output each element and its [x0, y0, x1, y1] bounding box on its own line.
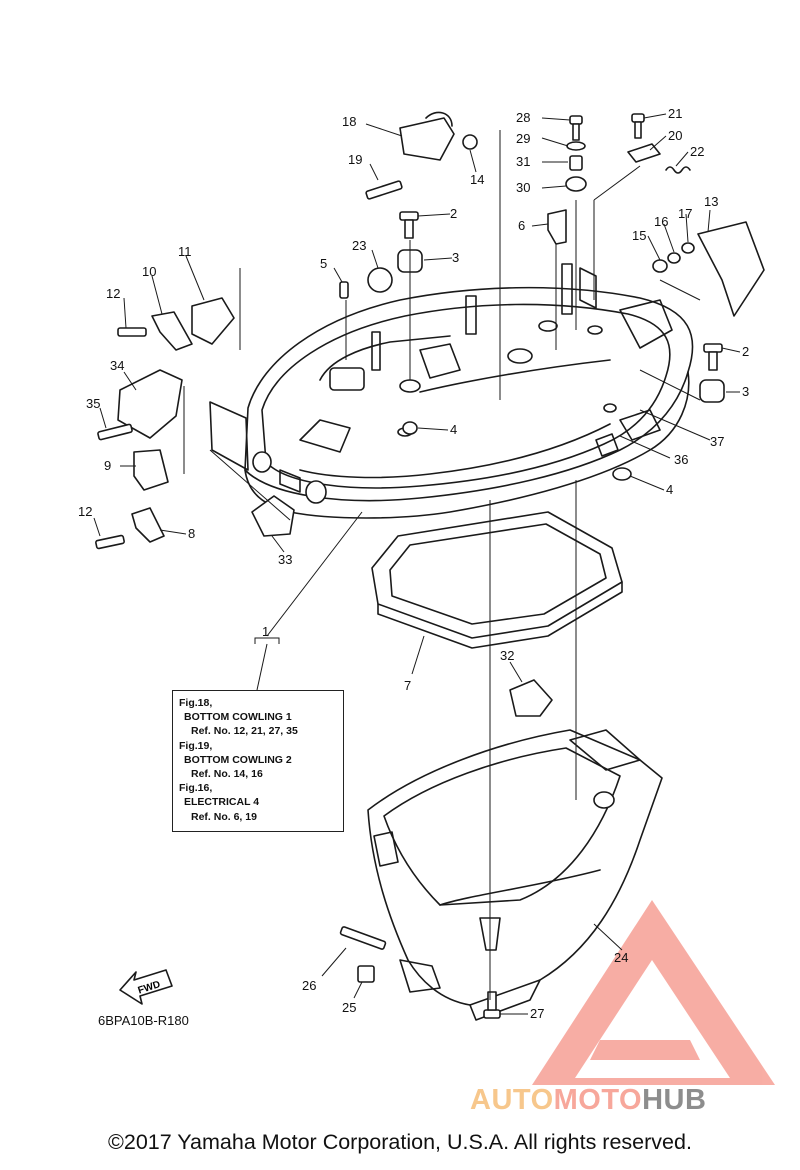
note-line-2: BOTTOM COWLING 1 [184, 711, 292, 724]
lower-case-part [367, 729, 663, 1021]
callout-19: 19 [348, 152, 362, 167]
note-line-7: Fig.16, [179, 782, 213, 795]
callout-6: 6 [518, 218, 525, 233]
callout-3-top: 3 [452, 250, 459, 265]
callout-37: 37 [710, 434, 724, 449]
callout-7: 7 [404, 678, 411, 693]
callout-2-top: 2 [450, 206, 457, 221]
callout-10: 10 [142, 264, 156, 279]
bottom-cowling-part [209, 263, 694, 519]
callout-36: 36 [674, 452, 688, 467]
callout-22: 22 [690, 144, 704, 159]
copyright-notice: ©2017 Yamaha Motor Corporation, U.S.A. A… [108, 1130, 692, 1154]
callout-21: 21 [668, 106, 682, 121]
note-line-1: Fig.18, [179, 697, 213, 709]
callout-12-bottom: 12 [78, 504, 92, 519]
callout-numbers: 18 19 14 28 29 31 30 21 20 22 13 15 16 1… [78, 106, 749, 1021]
callout-4-right: 4 [666, 482, 673, 497]
watermark-part-1: AUTO [470, 1084, 554, 1116]
callout-9: 9 [104, 458, 111, 473]
seal-gasket-part [371, 511, 623, 649]
callout-16: 16 [654, 214, 668, 229]
note-line-4: Fig.19, [179, 739, 213, 752]
callout-18: 18 [342, 114, 356, 129]
callout-35: 35 [86, 396, 100, 411]
callout-5: 5 [320, 256, 327, 271]
note-line-3: Ref. No. 12, 21, 27, 35 [191, 725, 298, 738]
callout-13: 13 [704, 194, 718, 209]
callout-23: 23 [352, 238, 366, 253]
callout-8: 8 [188, 526, 195, 541]
callout-17: 17 [678, 206, 692, 221]
callout-27: 27 [530, 1006, 544, 1021]
callout-4-left: 4 [450, 422, 457, 437]
watermark-part-3: HUB [642, 1084, 707, 1116]
fwd-arrow-icon: FWD [119, 969, 173, 1005]
callout-32: 32 [500, 648, 514, 663]
note-line-9: Ref. No. 6, 19 [191, 810, 257, 823]
callout-29: 29 [516, 131, 530, 146]
fastener-parts [95, 111, 765, 1019]
callout-15: 15 [632, 228, 646, 243]
callout-3-right: 3 [742, 384, 749, 399]
callout-31: 31 [516, 154, 530, 169]
note-line-6: Ref. No. 14, 16 [191, 768, 263, 781]
watermark-brand: AUTOMOTOHUB [470, 1084, 706, 1117]
callout-1: 1 [262, 624, 269, 639]
callout-2-right: 2 [742, 344, 749, 359]
note-line-8: ELECTRICAL 4 [184, 796, 260, 809]
diagram-code: 6BPA10B-R180 [98, 1013, 189, 1028]
callout-25: 25 [342, 1000, 356, 1015]
callout-20: 20 [668, 128, 682, 143]
callout-11: 11 [178, 244, 192, 259]
callout-12-top: 12 [106, 286, 120, 301]
watermark-logo [532, 900, 775, 1085]
callout-26: 26 [302, 978, 316, 993]
watermark-part-2: MOTO [553, 1084, 643, 1116]
callout-33: 33 [278, 552, 292, 567]
callout-34: 34 [110, 358, 124, 373]
callout-24: 24 [614, 950, 628, 965]
reference-note-box: Fig.18, BOTTOM COWLING 1 Ref. No. 12, 21… [172, 690, 344, 832]
callout-leaders [93, 113, 741, 1015]
callout-14: 14 [470, 172, 484, 187]
alignment-lines [183, 130, 701, 1000]
callout-28: 28 [516, 110, 530, 125]
callout-30: 30 [516, 180, 530, 195]
note-line-5: BOTTOM COWLING 2 [184, 753, 292, 766]
